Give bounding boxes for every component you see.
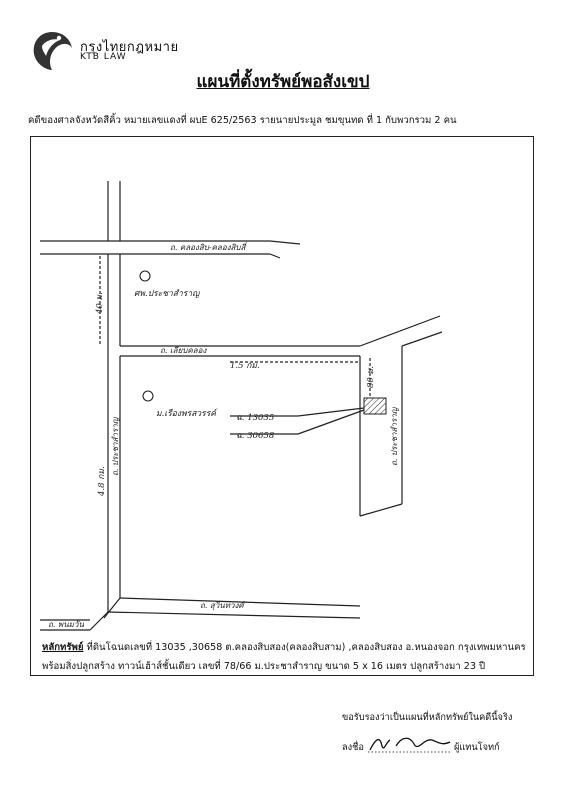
logo-text-thai: กรุงไทยกฎหมาย <box>80 40 179 55</box>
road-right-label: ถ. ประชาสำราญ <box>390 406 399 466</box>
road-top-label: ถ. คลองสิบ-คลองสิบสี่ <box>170 241 247 252</box>
signer-title: ผู้แทนโจทก์ <box>454 742 500 753</box>
signature-label: ลงชื่อ <box>342 742 364 753</box>
map-frame <box>30 136 534 676</box>
ktb-law-logo-mark <box>28 26 76 74</box>
village-label: ม.เรืองพรสวรรค์ <box>156 408 218 419</box>
road-bottom-upper-edge <box>119 597 361 607</box>
handwritten-signature <box>368 737 452 753</box>
collateral-detail-1: ที่ดินโฉนดเลขที่ 13035 ,30658 ต.คลองสิบส… <box>86 642 526 653</box>
logo-text-english: KTB LAW <box>80 52 127 62</box>
location-map: ถ. คลองสิบ-คลองสิบสี่ ศพ.ประชาสำราญ ถ. เ… <box>40 181 443 631</box>
collateral-label: หลักทรัพย์ <box>42 642 84 653</box>
road-bottom-left-label: ถ. พนมวัน <box>48 620 84 629</box>
distance-right: 80 ม. <box>366 366 376 388</box>
deed-number-2: ฉ. 30658 <box>236 431 275 441</box>
certification-text: ขอรับรองว่าเป็นแผนที่หลักทรัพย์ในคดีนี้จ… <box>342 712 513 723</box>
deed-number-1: ฉ. 13035 <box>236 413 274 423</box>
case-reference: คดีของศาลจังหวัดสีคิ้ว หมายเลขแดงที่ ผบE… <box>28 115 457 126</box>
collateral-note-line2: พร้อมสิ่งปลูกสร้าง ทาวน์เฮ้าส์ชั้นเดียว … <box>42 661 486 672</box>
road-bottom-label: ถ. สุวินทวงศ์ <box>200 600 246 611</box>
road-mid-label: ถ. เลียบคลอง <box>160 346 207 355</box>
distance-label: 1.5 กม. <box>230 361 260 371</box>
distance-left-top: 40 ม. <box>95 292 105 315</box>
landmark-circle-mid <box>142 390 154 402</box>
distance-left-mid: 4.8 กม. <box>97 466 107 497</box>
road-left-label: ถ. ประชาสำราญ <box>111 416 120 476</box>
landmark-circle-top <box>139 270 151 282</box>
landmark-top-label: ศพ.ประชาสำราญ <box>134 289 200 299</box>
property-plot <box>363 397 387 415</box>
page-title: แผนที่ตั้งทรัพย์พอสังเขป <box>196 72 370 92</box>
collateral-note-line1: หลักทรัพย์ ที่ดินโฉนดเลขที่ 13035 ,30658… <box>42 640 526 655</box>
road-bottom-lower-edge <box>107 611 361 619</box>
road-diagonal-upper <box>359 315 441 347</box>
road-diagonal-lower <box>401 331 443 347</box>
